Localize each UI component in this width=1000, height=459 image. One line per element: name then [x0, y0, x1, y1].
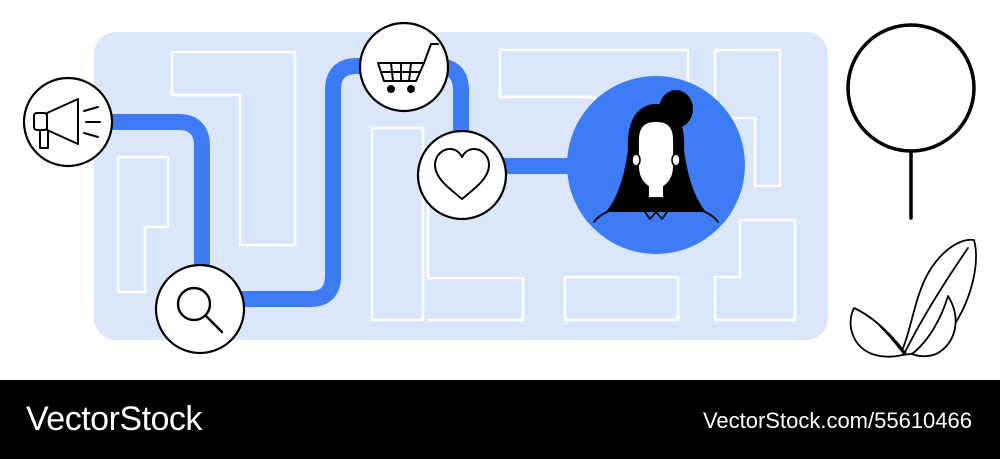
megaphone-icon: [33, 98, 101, 149]
brand-logo: VectorStock: [26, 400, 202, 438]
cart-node: [358, 21, 450, 113]
plant-icon: [849, 238, 977, 358]
magnifier-icon: [176, 286, 224, 334]
shopping-cart-icon: [377, 43, 439, 93]
image-reference: VectorStock.com/55610466: [702, 408, 972, 433]
search-node: [154, 263, 246, 355]
location-pin-icon: [846, 23, 976, 220]
customer-journey-illustration: [22, 21, 977, 358]
footer-bar: VectorStock VectorStock.com/55610466: [0, 380, 1000, 459]
heart-icon: [434, 148, 490, 200]
megaphone-node: [22, 76, 114, 168]
customer-node: [567, 76, 745, 254]
woman-avatar-icon: [593, 90, 719, 223]
heart-node: [416, 129, 508, 221]
